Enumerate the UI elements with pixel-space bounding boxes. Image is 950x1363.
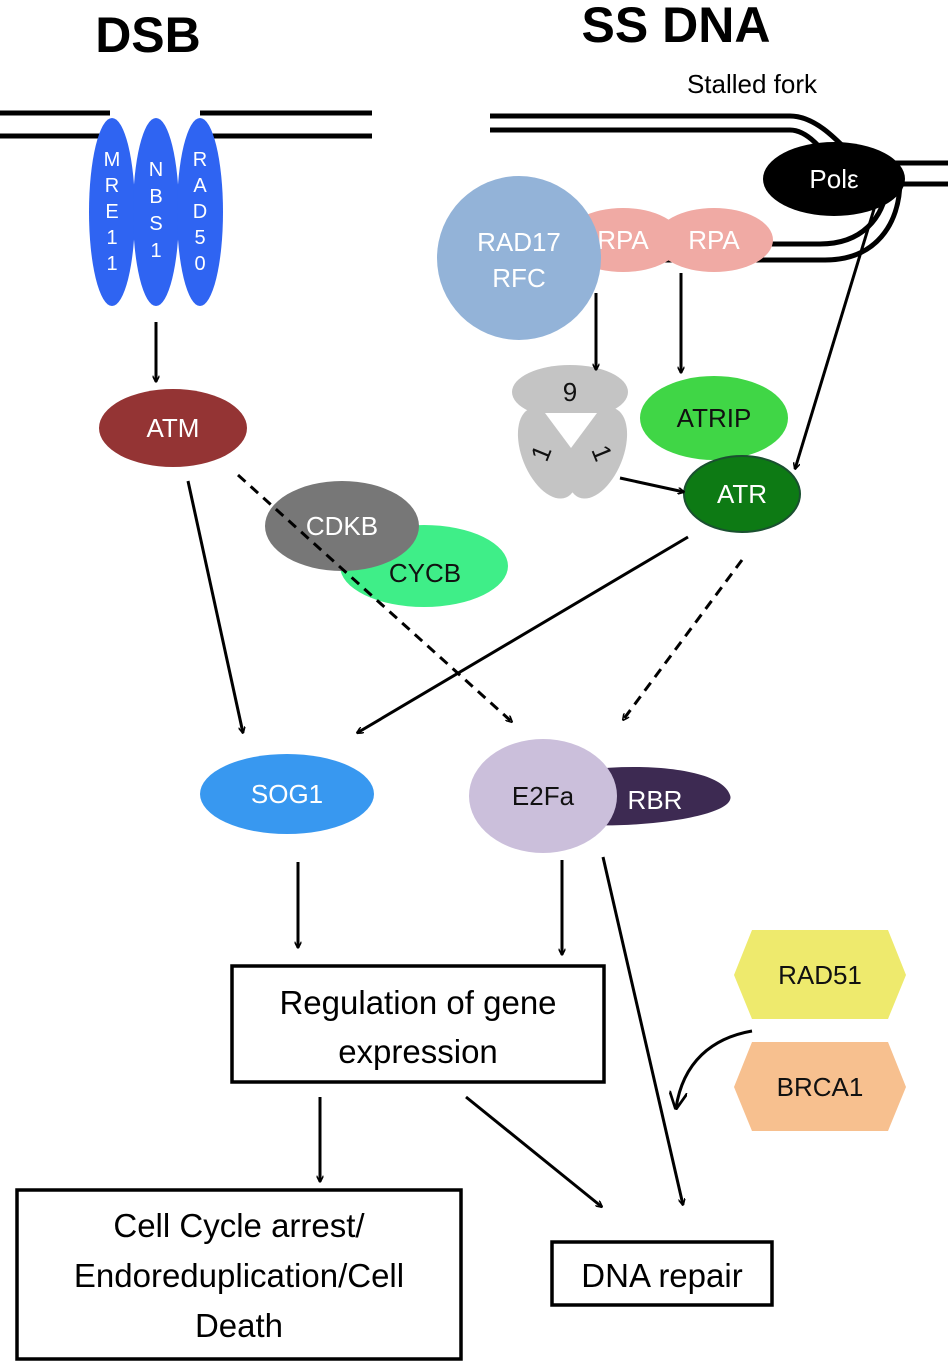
svg-text:1: 1 (106, 253, 117, 275)
nbs1-label: N B S 1 (149, 159, 163, 262)
svg-text:1: 1 (150, 240, 161, 262)
arrow-gene-regulation-to-dna-repair (465, 1095, 602, 1207)
pol-epsilon-node (763, 142, 905, 216)
rpa-label-2: RPA (688, 225, 740, 255)
mre11-label: M R E 1 1 (104, 149, 121, 275)
gene-regulation-label-line2: expression (338, 1033, 498, 1070)
ssdna-title: SS DNA (582, 0, 771, 53)
rad51-node (734, 930, 906, 1019)
arrow-911-to-atr (619, 476, 684, 492)
arrow-rad51-brca1-to-repair (676, 1029, 753, 1108)
atm-label: ATM (147, 413, 200, 443)
arrows (156, 195, 880, 1207)
arrow-pol-to-atr (795, 195, 880, 469)
sog1-label: SOG1 (251, 779, 323, 809)
clamp-9-label: 9 (563, 377, 577, 407)
arrow-atm-to-e2fa-dashed (236, 473, 512, 722)
atm-node (99, 389, 247, 467)
arrow-atr-to-sog1 (357, 535, 689, 735)
rad50-protein (177, 118, 223, 306)
svg-text:S: S (149, 213, 162, 235)
cdkb-label: CDKB (306, 511, 378, 541)
svg-text:N: N (149, 159, 163, 181)
dsb-dna-strands (0, 110, 372, 139)
e2fa-label: E2Fa (512, 781, 575, 811)
gene-regulation-box (230, 964, 606, 1084)
rpa-label-1: RPA (597, 225, 649, 255)
atrip-label: ATRIP (677, 403, 752, 433)
stalled-fork-label: Stalled fork (687, 69, 818, 99)
rfc-label: RFC (492, 263, 545, 293)
arrow-e2fa-to-dna-repair (601, 856, 683, 1205)
brca1-node (734, 1042, 906, 1131)
cycb-label: CYCB (389, 558, 461, 588)
dna-repair-box (550, 1240, 774, 1307)
svg-text:0: 0 (194, 253, 205, 275)
brca1-label: BRCA1 (777, 1072, 864, 1102)
svg-text:R: R (193, 149, 207, 171)
e2fa-node (469, 739, 617, 853)
dsb-title: DSB (95, 7, 201, 63)
clamp-911: 9 1 1 (512, 365, 628, 499)
pol-epsilon-label: Polε (809, 164, 859, 194)
rad17-rfc-node (437, 176, 601, 340)
sog1-node (200, 754, 374, 834)
atrip-node (640, 376, 788, 460)
gene-regulation-label-line1: Regulation of gene (279, 984, 556, 1021)
atr-label: ATR (717, 479, 767, 509)
arrow-atr-to-e2fa-dashed (623, 559, 744, 720)
mre11-protein (89, 118, 135, 306)
svg-text:D: D (193, 201, 207, 223)
svg-text:E: E (105, 201, 118, 223)
svg-text:A: A (193, 175, 207, 197)
cell-fate-label-line1: Cell Cycle arrest/ (113, 1207, 365, 1244)
mrn-complex: M R E 1 1 N B S 1 R A D 5 0 (89, 118, 223, 306)
nbs1-protein (133, 118, 179, 306)
rad50-label: R A D 5 0 (193, 149, 208, 275)
rad17-label: RAD17 (477, 227, 561, 257)
rad51-label: RAD51 (778, 960, 862, 990)
rbr-node (585, 767, 731, 826)
svg-text:R: R (105, 175, 119, 197)
dna-repair-label: DNA repair (581, 1257, 742, 1294)
cell-fate-box (15, 1188, 463, 1361)
cell-fate-label-line2: Endoreduplication/Cell (74, 1257, 404, 1294)
svg-text:M: M (104, 149, 121, 171)
cell-fate-label-line3: Death (195, 1307, 283, 1344)
rpa-node-2 (655, 208, 773, 272)
svg-text:5: 5 (194, 227, 205, 249)
arrow-atm-to-sog1 (186, 480, 243, 733)
rbr-label: RBR (628, 785, 683, 815)
cdkb-node (265, 481, 419, 571)
svg-text:1: 1 (106, 227, 117, 249)
svg-text:B: B (149, 186, 162, 208)
